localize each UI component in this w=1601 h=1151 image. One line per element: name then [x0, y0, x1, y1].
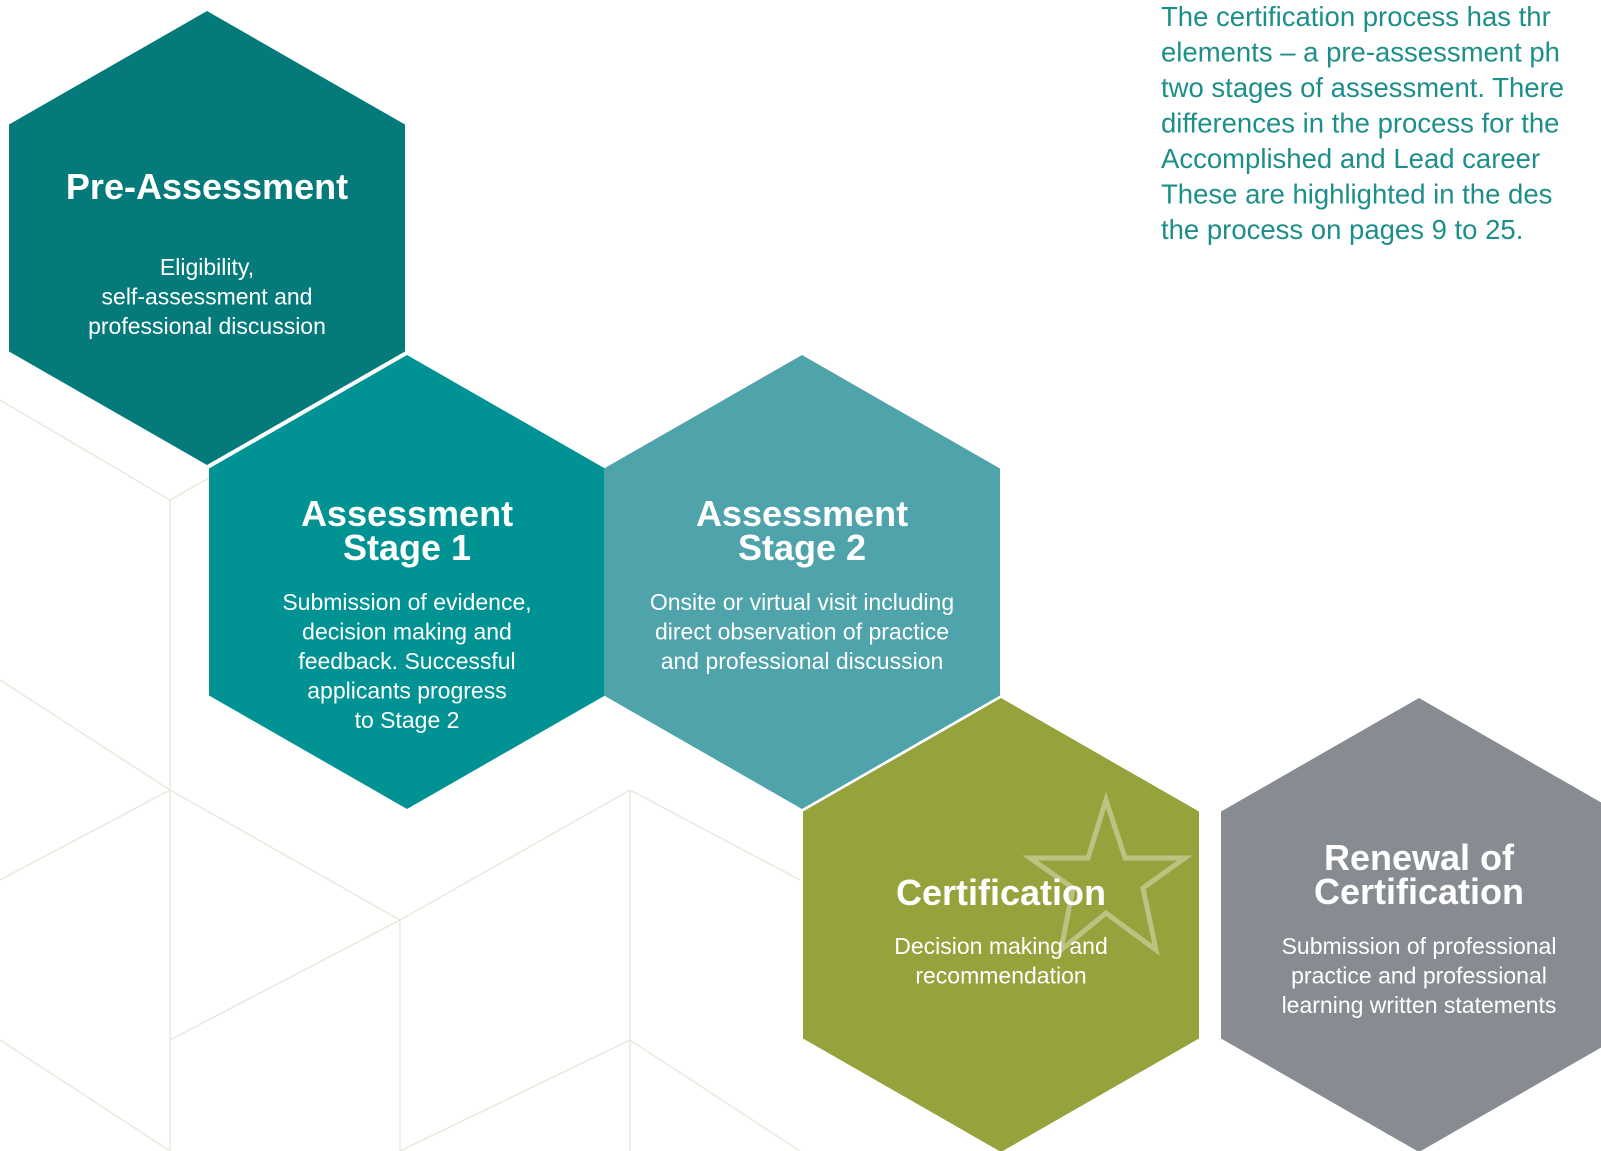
background-line [0, 399, 171, 501]
intro-line: The certification process has thr [1161, 1, 1551, 32]
stage-description: practice and professional [1291, 963, 1547, 989]
intro-line: differences in the process for the [1161, 108, 1559, 139]
stage-description: professional discussion [88, 313, 326, 339]
stage-description: feedback. Successful [298, 648, 515, 674]
intro-line: two stages of assessment. There [1161, 72, 1564, 103]
background-hex-grid [0, 369, 801, 1151]
background-line [399, 789, 631, 921]
background-line [629, 1039, 801, 1151]
star-icon [1022, 791, 1193, 957]
background-line [399, 1039, 631, 1151]
background-line [0, 679, 171, 791]
stage-description: Submission of evidence, [282, 589, 531, 615]
stage-description: and professional discussion [661, 648, 944, 674]
background-line [0, 1039, 171, 1151]
stage-title: Assessment [696, 493, 908, 534]
intro-paragraph: The certification process has thr element… [1161, 1, 1564, 245]
stage-title: Certification [1314, 871, 1524, 912]
stage-description: decision making and [302, 619, 512, 645]
stage-description: learning written statements [1282, 992, 1557, 1018]
background-line [629, 789, 801, 881]
stage-title: Certification [896, 872, 1106, 913]
stage-description: Submission of professional [1282, 933, 1557, 959]
stage-title: Stage 2 [738, 527, 866, 568]
stage-hexagon [1221, 698, 1601, 1151]
intro-line: elements – a pre-assessment ph [1161, 37, 1560, 68]
background-line [0, 789, 171, 881]
stage-title: Assessment [301, 493, 513, 534]
stage-hexagon [209, 355, 605, 809]
stage-title: Renewal of [1324, 837, 1515, 878]
stage-description: recommendation [915, 963, 1086, 989]
intro-line: Accomplished and Lead career [1161, 143, 1540, 174]
intro-line: These are highlighted in the des [1161, 179, 1552, 210]
stage-description: self-assessment and [102, 284, 313, 310]
stage-description: Eligibility, [160, 254, 254, 280]
background-line [169, 789, 401, 921]
stage-hexagon [9, 11, 405, 465]
stage-description: Decision making and [894, 933, 1108, 959]
stage-description: applicants progress [307, 678, 506, 704]
stage-description: direct observation of practice [655, 619, 949, 645]
stage-description: Onsite or virtual visit including [650, 589, 954, 615]
background-line [169, 919, 401, 1041]
stage-description: to Stage 2 [355, 707, 460, 733]
stage-hexagon [604, 355, 1000, 809]
stage-title: Pre-Assessment [66, 166, 348, 207]
stage-title: Stage 1 [343, 527, 471, 568]
intro-line: the process on pages 9 to 25. [1161, 214, 1523, 245]
